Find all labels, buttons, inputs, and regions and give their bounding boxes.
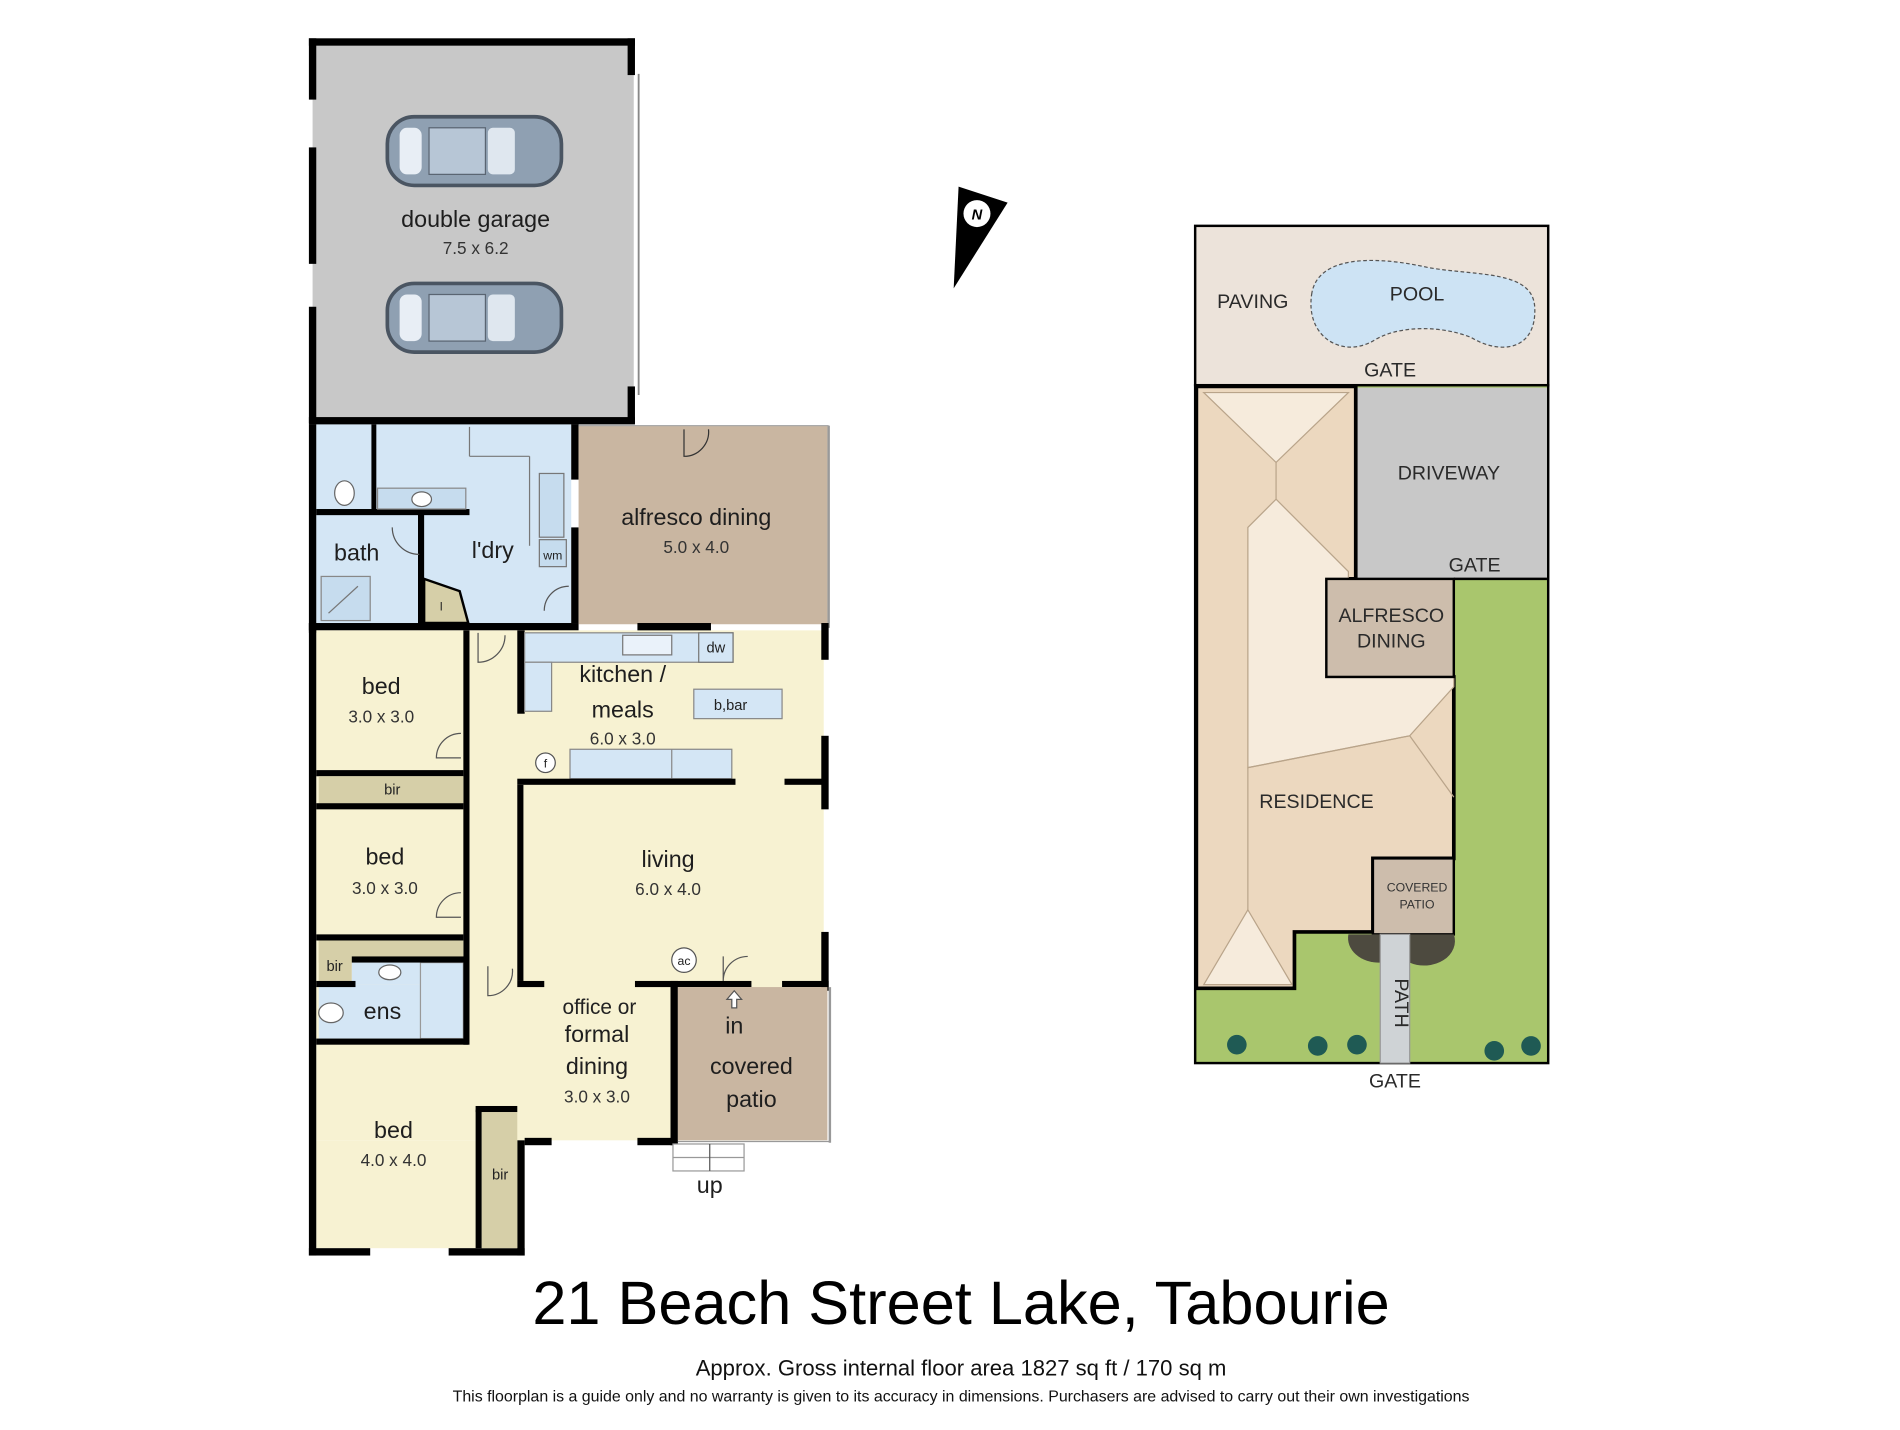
- room-garage: double garage 7.5 x 6.2: [308, 38, 640, 425]
- gate-label: GATE: [1449, 555, 1501, 577]
- washing-machine-label: wm: [542, 548, 562, 562]
- site-plan: PAVING POOL GATE DRIVEWAY GATE RESIDENCE…: [1193, 224, 1550, 1093]
- paving-label: PAVING: [1217, 291, 1288, 313]
- covered-patio-label: PATIO: [1400, 898, 1435, 912]
- room-label: dining: [566, 1053, 628, 1079]
- built-in-robe-label: bir: [492, 1168, 508, 1184]
- room-label: formal: [565, 1021, 630, 1047]
- room-dimensions: 3.0 x 3.0: [352, 878, 418, 898]
- room-dimensions: 6.0 x 3.0: [590, 728, 656, 748]
- steps-up-label: up: [697, 1172, 723, 1198]
- room-label: ens: [364, 998, 402, 1024]
- built-in-robe-label: bir: [326, 959, 342, 975]
- room-label: office or: [563, 996, 637, 1019]
- car-icon: [385, 114, 564, 188]
- fridge-label: f: [544, 757, 548, 771]
- site-pool: [1310, 259, 1536, 348]
- room-label: patio: [726, 1086, 777, 1112]
- disclaimer-text: This floorplan is a guide only and no wa…: [453, 1388, 1470, 1405]
- driveway-label: DRIVEWAY: [1398, 463, 1500, 485]
- room-label: alfresco dining: [621, 504, 771, 530]
- room-label: meals: [592, 696, 654, 722]
- path-label: PATH: [1390, 978, 1412, 1027]
- property-address-title: 21 Beach Street Lake, Tabourie: [532, 1269, 1389, 1337]
- dishwasher-label: dw: [706, 640, 725, 656]
- tree-icon: [1227, 1034, 1541, 1061]
- room-label: covered: [710, 1053, 793, 1079]
- alfresco-label: ALFRESCO: [1338, 605, 1444, 627]
- room-bedroom-3: bir bed 4.0 x 4.0: [361, 1105, 518, 1249]
- room-label: kitchen /: [579, 661, 666, 687]
- room-office-formal-dining: office or formal dining 3.0 x 3.0: [563, 980, 678, 1146]
- room-label: bed: [362, 673, 401, 699]
- north-arrow-icon: N: [953, 186, 1008, 289]
- room-bath-laundry: wm l bath l'dry: [308, 424, 579, 633]
- room-alfresco-dining: alfresco dining 5.0 x 4.0: [578, 425, 830, 628]
- room-dimensions: 7.5 x 6.2: [443, 238, 509, 258]
- room-dimensions: 6.0 x 4.0: [635, 879, 701, 899]
- site-covered-patio: [1371, 857, 1456, 936]
- air-conditioner-label: ac: [678, 954, 691, 968]
- room-label: bed: [374, 1117, 413, 1143]
- room-dimensions: 3.0 x 3.0: [348, 706, 414, 726]
- room-label: living: [642, 846, 695, 872]
- built-in-robe-label: bir: [384, 783, 400, 799]
- pool-label: POOL: [1390, 284, 1445, 306]
- room-covered-patio: in covered patio up: [672, 987, 832, 1198]
- room-ensuite: bir ens: [316, 940, 514, 1045]
- room-label: l'dry: [472, 537, 514, 563]
- room-label: bath: [334, 540, 379, 566]
- alfresco-label: DINING: [1357, 631, 1426, 653]
- site-alfresco: [1325, 577, 1456, 679]
- site-driveway: [1355, 387, 1547, 579]
- room-kitchen-meals: dw b,bar f kitchen / meals 6.0 x 3.0: [517, 630, 824, 785]
- room-bedroom-1: bir bed 3.0 x 3.0: [316, 673, 464, 810]
- linen-label: l: [440, 600, 443, 614]
- breakfast-bar-label: b,bar: [714, 698, 748, 714]
- entry-label: in: [725, 1013, 743, 1039]
- covered-patio-label: COVERED: [1387, 880, 1448, 894]
- room-dimensions: 5.0 x 4.0: [663, 537, 729, 557]
- north-label: N: [972, 208, 983, 224]
- room-dimensions: 3.0 x 3.0: [564, 1086, 630, 1106]
- room-label: double garage: [401, 206, 550, 232]
- gate-label: GATE: [1369, 1071, 1421, 1093]
- gate-label: GATE: [1364, 360, 1416, 382]
- floor-area-text: Approx. Gross internal floor area 1827 s…: [696, 1356, 1227, 1381]
- room-dimensions: 4.0 x 4.0: [361, 1150, 427, 1170]
- room-living: ac living 6.0 x 4.0: [517, 846, 829, 988]
- site-path: [1379, 933, 1411, 1064]
- room-label: bed: [365, 844, 404, 870]
- floor-plan: double garage 7.5 x 6.2 wm: [308, 38, 832, 1256]
- residence-label: RESIDENCE: [1259, 791, 1373, 813]
- car-icon: [385, 281, 564, 354]
